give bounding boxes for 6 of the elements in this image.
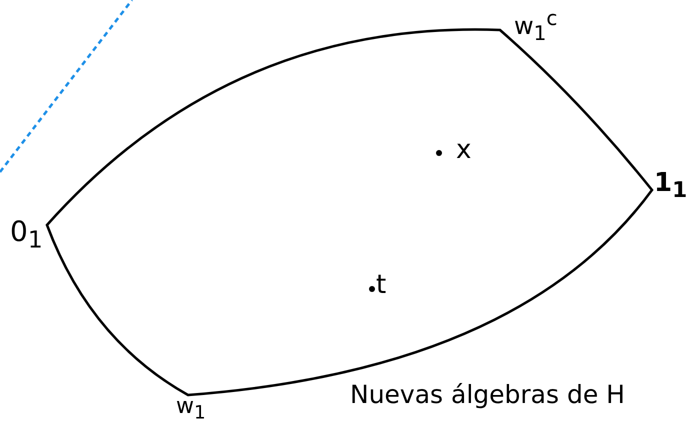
vertex-label: w$_{1}$ bbox=[176, 396, 206, 423]
point-label: t bbox=[376, 272, 386, 298]
point-label: x bbox=[456, 137, 472, 163]
vertex-label: 1$_{1}$ bbox=[654, 170, 688, 202]
caption-text: Nuevas álgebras de H bbox=[350, 382, 625, 407]
vertex-label: 0$_{1}$ bbox=[10, 218, 43, 252]
